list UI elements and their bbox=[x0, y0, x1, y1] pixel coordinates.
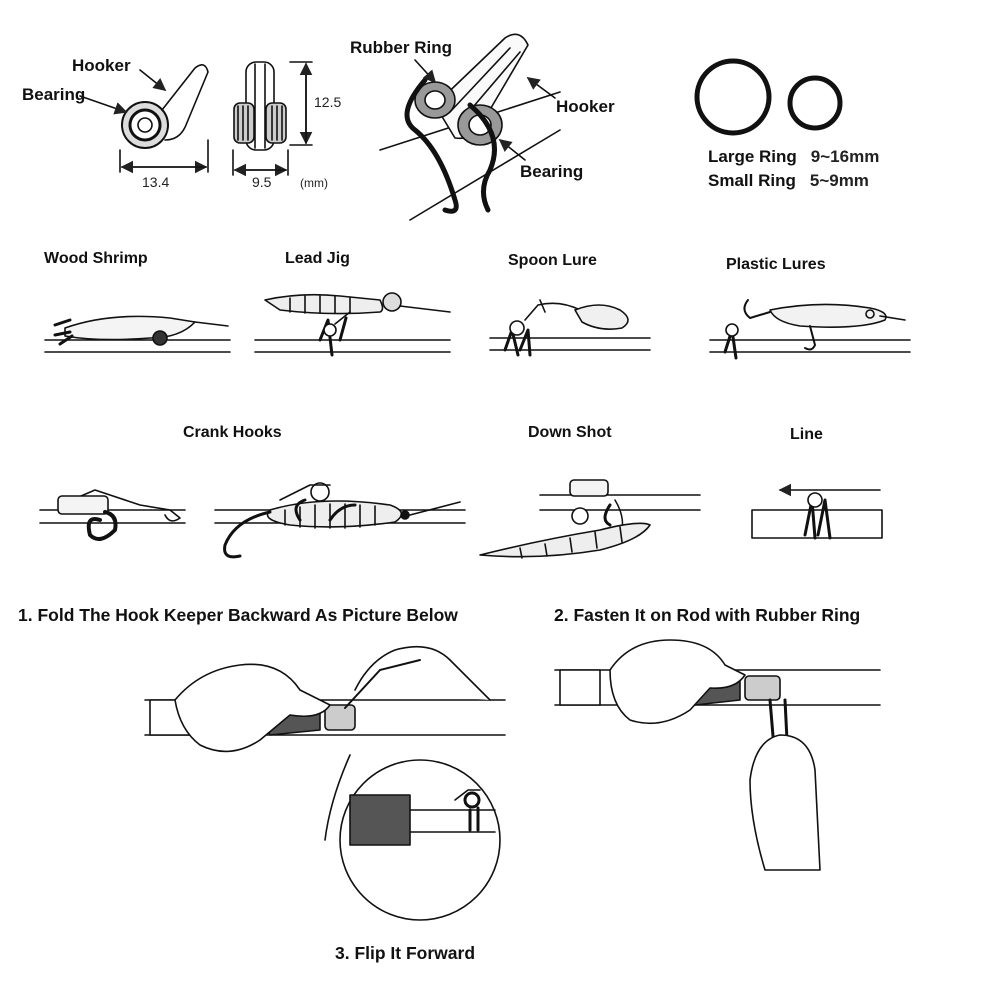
keeper-side-view bbox=[80, 65, 208, 172]
large-ring-label: Large Ring bbox=[708, 147, 797, 166]
label-bearing-3d: Bearing bbox=[520, 162, 583, 182]
label-hooker-3d: Hooker bbox=[556, 97, 615, 117]
dimension-height: 12.5 bbox=[314, 94, 341, 110]
dimension-unit: (mm) bbox=[300, 176, 328, 190]
label-plastic-lures: Plastic Lures bbox=[726, 256, 826, 274]
small-ring-spec: Small Ring 5~9mm bbox=[708, 171, 869, 191]
scene-line bbox=[752, 490, 882, 538]
step1-scene bbox=[145, 647, 505, 920]
label-line: Line bbox=[790, 426, 823, 444]
label-hooker: Hooker bbox=[72, 56, 131, 76]
step1-title: 1. Fold The Hook Keeper Backward As Pict… bbox=[18, 605, 458, 626]
dimension-depth: 9.5 bbox=[252, 174, 271, 190]
dimension-width: 13.4 bbox=[142, 174, 169, 190]
small-ring-size: 5~9mm bbox=[810, 171, 869, 190]
scene-wood-shrimp bbox=[45, 316, 230, 352]
keeper-front-view bbox=[233, 62, 312, 175]
large-ring-size: 9~16mm bbox=[811, 147, 880, 166]
scene-crank-hooks bbox=[40, 483, 465, 557]
step2-title: 2. Fasten It on Rod with Rubber Ring bbox=[554, 605, 860, 626]
scene-spoon-lure bbox=[490, 300, 650, 355]
scene-down-shot bbox=[480, 480, 700, 558]
large-ring-spec: Large Ring 9~16mm bbox=[708, 147, 879, 167]
label-wood-shrimp: Wood Shrimp bbox=[44, 250, 148, 268]
small-ring-label: Small Ring bbox=[708, 171, 796, 190]
rubber-rings bbox=[697, 61, 840, 133]
scene-lead-jig bbox=[255, 293, 450, 355]
label-rubber-ring: Rubber Ring bbox=[350, 38, 452, 58]
label-lead-jig: Lead Jig bbox=[285, 250, 350, 268]
scene-plastic-lures bbox=[710, 300, 910, 358]
label-down-shot: Down Shot bbox=[528, 424, 612, 442]
label-crank-hooks: Crank Hooks bbox=[183, 424, 282, 442]
step3-title: 3. Flip It Forward bbox=[335, 943, 475, 964]
keeper-assembled-view bbox=[380, 34, 560, 220]
step2-scene bbox=[555, 640, 880, 870]
label-bearing: Bearing bbox=[22, 85, 85, 105]
label-spoon-lure: Spoon Lure bbox=[508, 252, 597, 270]
